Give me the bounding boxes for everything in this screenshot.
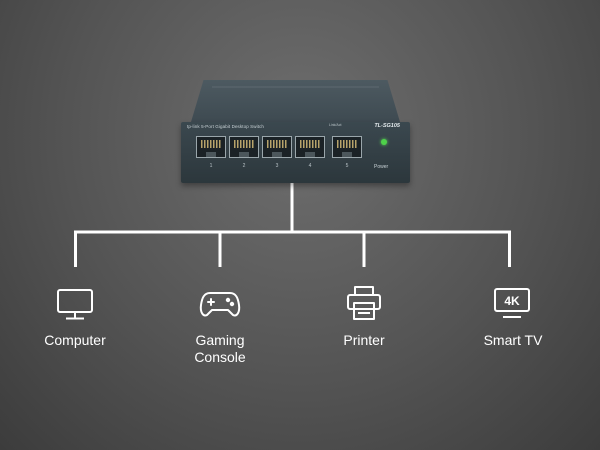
- ethernet-port-4: [295, 136, 325, 158]
- switch-top-panel: [191, 80, 400, 122]
- ethernet-port-5: [332, 136, 362, 158]
- port-number-1: 1: [209, 163, 213, 169]
- switch-front-panel: tp-link 5-Port Gigabit Desktop Switch Li…: [181, 122, 410, 183]
- port-number-5: 5: [345, 163, 349, 169]
- tv-badge-text: 4K: [504, 294, 520, 308]
- device-label-smart-tv: Smart TV: [483, 332, 543, 348]
- network-switch: tp-link 5-Port Gigabit Desktop Switch Li…: [181, 80, 410, 183]
- gamepad-icon: [199, 292, 241, 317]
- ethernet-port-1: [196, 136, 226, 158]
- port-number-2: 2: [242, 163, 246, 169]
- device-label-computer: Computer: [44, 332, 106, 348]
- connection-lines: [74, 183, 511, 267]
- switch-model: TL-SG105: [374, 123, 400, 129]
- device-label-printer: Printer: [343, 332, 385, 348]
- tv-4k-icon: 4K: [494, 288, 530, 318]
- device-label-gaming-console: Gaming Console: [194, 332, 246, 365]
- ethernet-port-3: [262, 136, 292, 158]
- switch-brand: tp-link: [187, 124, 200, 129]
- power-label: Power: [374, 164, 389, 170]
- ethernet-port-2: [229, 136, 259, 158]
- printer-icon: [347, 286, 381, 320]
- power-led-icon: [381, 139, 387, 145]
- port-number-3: 3: [275, 163, 279, 169]
- link-act-label: Link/Act: [329, 123, 342, 127]
- switch-description: 5-Port Gigabit Desktop Switch: [201, 124, 265, 129]
- monitor-icon: [57, 289, 93, 320]
- switch-brand-text: tp-link 5-Port Gigabit Desktop Switch: [187, 124, 264, 129]
- port-number-4: 4: [308, 163, 312, 169]
